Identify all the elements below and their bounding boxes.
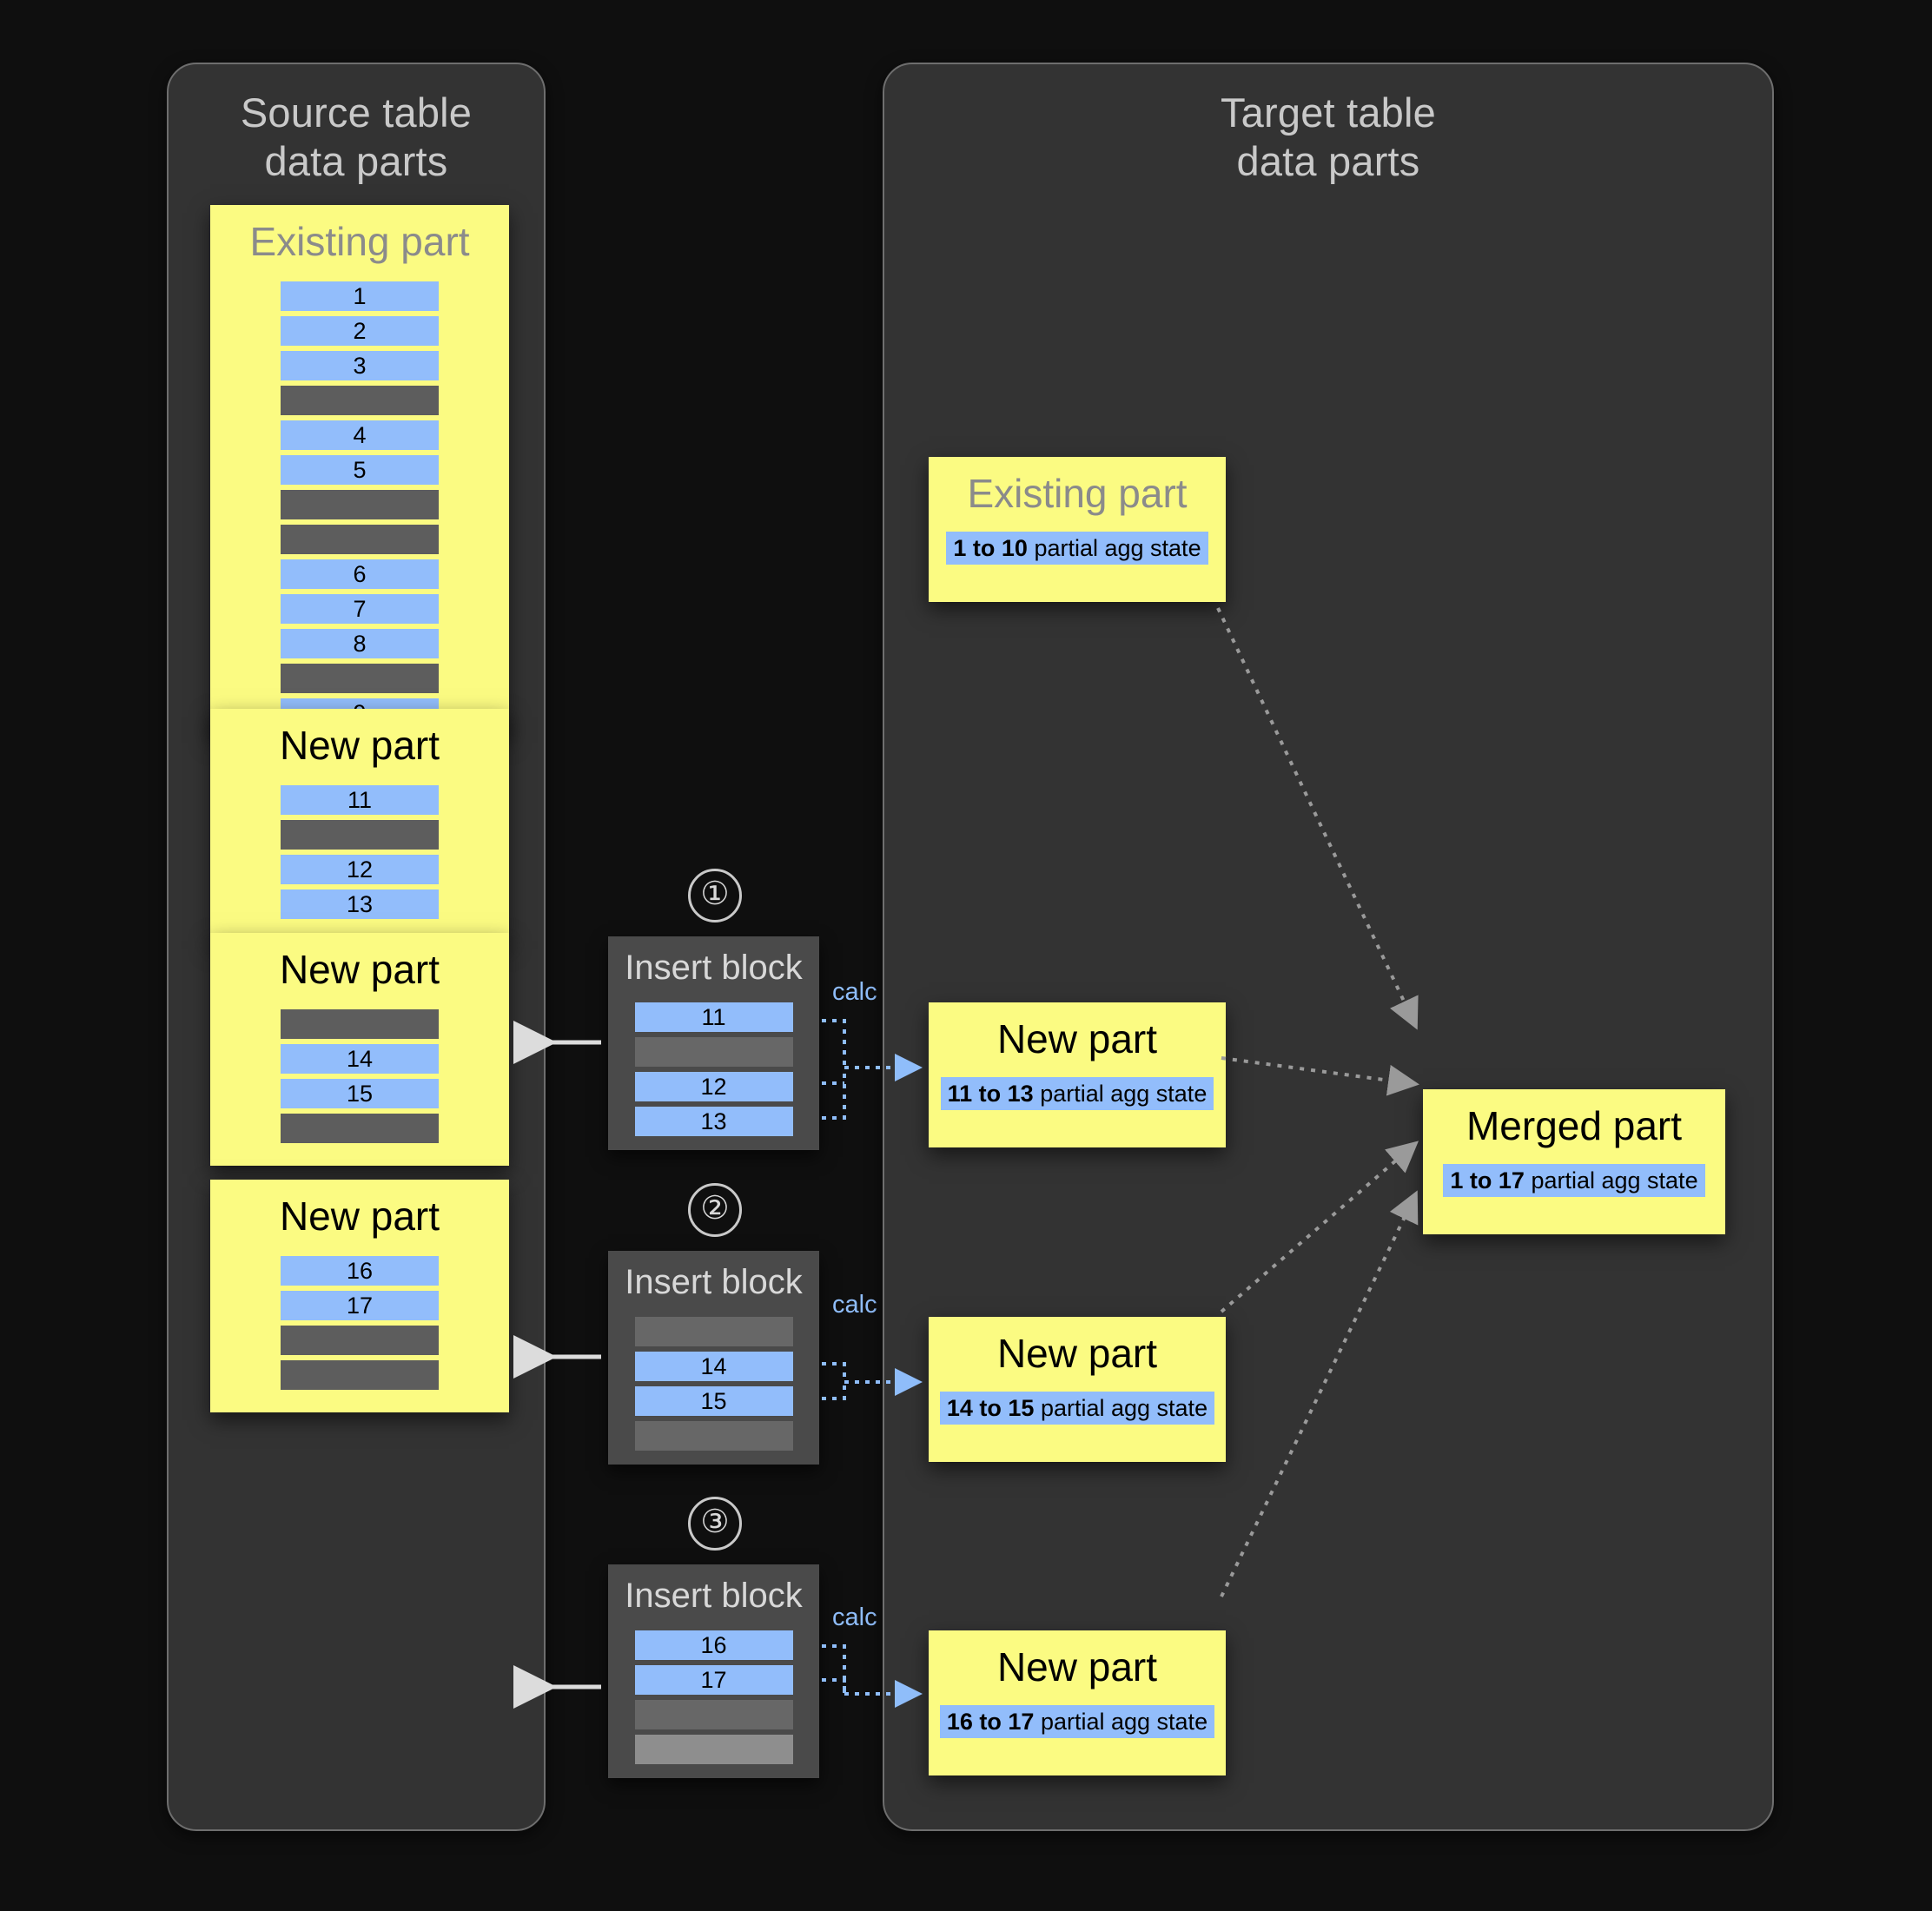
calc-label-1: calc bbox=[832, 978, 877, 1006]
source-new-part-1-title: New part bbox=[279, 723, 440, 768]
target-existing-part-suffix: partial agg state bbox=[1027, 535, 1201, 561]
target-new-part-3-state: 16 to 17 partial agg state bbox=[939, 1705, 1215, 1738]
calc-label-2: calc bbox=[832, 1291, 877, 1319]
source-new-part-1-row bbox=[281, 820, 439, 850]
source-existing-part-row bbox=[281, 490, 439, 519]
insert-block-2-row bbox=[634, 1421, 793, 1451]
target-new-part-2-suffix: partial agg state bbox=[1034, 1395, 1208, 1421]
source-existing-part-row: 7 bbox=[281, 594, 439, 624]
source-new-part-3-row: 17 bbox=[281, 1291, 439, 1320]
target-new-part-2-state-wrap: 14 to 15 partial agg state bbox=[929, 1378, 1226, 1425]
target-new-part-3-title: New part bbox=[996, 1644, 1158, 1689]
source-existing-part-title: Existing part bbox=[249, 219, 470, 264]
source-new-part-3-title: New part bbox=[279, 1194, 440, 1239]
source-existing-part-row: 6 bbox=[281, 559, 439, 589]
target-new-part-2-title: New part bbox=[996, 1331, 1158, 1376]
step-circle-2: ② bbox=[688, 1183, 742, 1237]
source-new-part-1-row: 12 bbox=[281, 855, 439, 884]
source-new-part-1-rows: 11 12 13 bbox=[281, 770, 439, 919]
target-existing-part: Existing part 1 to 10 partial agg state bbox=[929, 457, 1226, 602]
source-existing-part-row: 1 bbox=[281, 281, 439, 311]
target-new-part-1-title: New part bbox=[996, 1016, 1158, 1061]
target-panel-title: Target table data parts bbox=[1220, 89, 1436, 184]
source-existing-part-row: 8 bbox=[281, 629, 439, 658]
source-panel-title: Source table data parts bbox=[240, 89, 473, 184]
source-new-part-1: New part 11 12 13 bbox=[210, 709, 509, 942]
target-new-part-1: New part 11 to 13 partial agg state bbox=[929, 1002, 1226, 1147]
source-new-part-1-row: 13 bbox=[281, 889, 439, 919]
calc-label-3: calc bbox=[832, 1604, 877, 1631]
source-new-part-3-row bbox=[281, 1360, 439, 1390]
target-table-panel: Target table data parts Existing part 1 … bbox=[883, 63, 1774, 1831]
target-new-part-1-suffix: partial agg state bbox=[1033, 1081, 1208, 1107]
step-circle-1: ① bbox=[688, 869, 742, 922]
source-new-part-2-row: 15 bbox=[281, 1079, 439, 1108]
source-existing-part-row: 4 bbox=[281, 420, 439, 450]
source-existing-part-row bbox=[281, 525, 439, 554]
source-existing-part-row bbox=[281, 664, 439, 693]
target-new-part-1-range: 11 to 13 bbox=[947, 1081, 1034, 1107]
insert-block-1-row bbox=[634, 1037, 793, 1067]
merged-part-range: 1 to 17 bbox=[1450, 1167, 1525, 1194]
insert-block-3-row: 16 bbox=[634, 1630, 793, 1660]
insert-block-3-row bbox=[634, 1700, 793, 1729]
target-new-part-2-state: 14 to 15 partial agg state bbox=[939, 1392, 1215, 1425]
insert-block-1-title: Insert block bbox=[625, 949, 803, 987]
insert-block-1-row: 12 bbox=[634, 1072, 793, 1101]
source-existing-part-row: 5 bbox=[281, 455, 439, 485]
insert-block-2-row: 15 bbox=[634, 1386, 793, 1416]
insert-block-1-rows: 11 12 13 bbox=[634, 989, 793, 1136]
insert-block-3-title: Insert block bbox=[625, 1577, 803, 1615]
merged-part: Merged part 1 to 17 partial agg state bbox=[1423, 1089, 1725, 1234]
insert-block-3-row bbox=[634, 1735, 793, 1764]
source-new-part-3-row bbox=[281, 1326, 439, 1355]
target-existing-part-state: 1 to 10 partial agg state bbox=[946, 532, 1208, 565]
source-new-part-3-row: 16 bbox=[281, 1256, 439, 1286]
insert-block-2-row: 14 bbox=[634, 1352, 793, 1381]
target-existing-part-state-wrap: 1 to 10 partial agg state bbox=[929, 518, 1226, 565]
source-existing-part-row: 2 bbox=[281, 316, 439, 346]
source-new-part-2-title: New part bbox=[279, 947, 440, 992]
step-circle-3: ③ bbox=[688, 1497, 742, 1551]
insert-block-1-row: 13 bbox=[634, 1107, 793, 1136]
source-new-part-2-row: 14 bbox=[281, 1044, 439, 1074]
target-new-part-2: New part 14 to 15 partial agg state bbox=[929, 1317, 1226, 1462]
merged-part-state-wrap: 1 to 17 partial agg state bbox=[1423, 1150, 1725, 1197]
target-existing-part-range: 1 to 10 bbox=[953, 535, 1028, 561]
insert-block-2-title: Insert block bbox=[625, 1263, 803, 1301]
source-existing-part-row bbox=[281, 386, 439, 415]
target-new-part-3-state-wrap: 16 to 17 partial agg state bbox=[929, 1691, 1226, 1738]
target-new-part-1-state-wrap: 11 to 13 partial agg state bbox=[929, 1063, 1226, 1110]
insert-block-3-row: 17 bbox=[634, 1665, 793, 1695]
target-new-part-3: New part 16 to 17 partial agg state bbox=[929, 1630, 1226, 1775]
source-existing-part-row: 3 bbox=[281, 351, 439, 380]
source-new-part-2-row bbox=[281, 1114, 439, 1143]
target-new-part-1-state: 11 to 13 partial agg state bbox=[940, 1077, 1214, 1110]
merged-part-title: Merged part bbox=[1466, 1103, 1682, 1148]
source-new-part-2-row bbox=[281, 1009, 439, 1039]
insert-block-1: Insert block 11 12 13 bbox=[608, 936, 819, 1150]
source-new-part-1-row: 11 bbox=[281, 785, 439, 815]
merged-part-state: 1 to 17 partial agg state bbox=[1443, 1164, 1705, 1197]
insert-block-2-row bbox=[634, 1317, 793, 1346]
target-new-part-3-range: 16 to 17 bbox=[946, 1709, 1035, 1735]
target-new-part-2-range: 14 to 15 bbox=[946, 1395, 1035, 1421]
source-existing-part: Existing part 12345678910 bbox=[210, 205, 509, 832]
target-existing-part-title: Existing part bbox=[967, 471, 1188, 516]
merged-part-suffix: partial agg state bbox=[1524, 1167, 1698, 1194]
target-new-part-3-suffix: partial agg state bbox=[1034, 1709, 1208, 1735]
insert-block-1-row: 11 bbox=[634, 1002, 793, 1032]
